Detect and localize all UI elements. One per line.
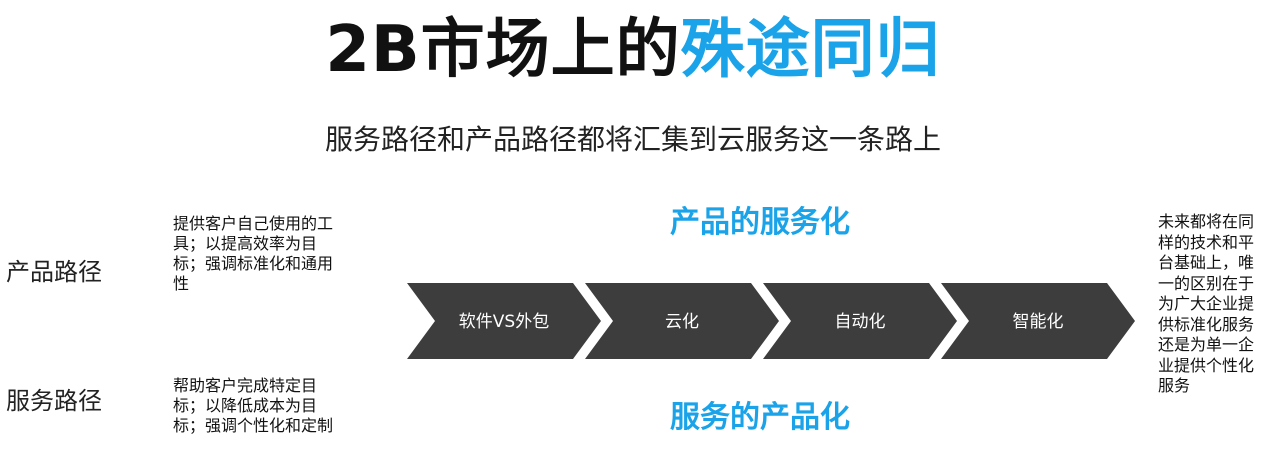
- title-main: 2B市场上的: [325, 13, 681, 87]
- chevron-intelligence: [941, 283, 1135, 359]
- service-path-description: 帮助客户完成特定目标；以降低成本为目标；强调个性化和定制: [173, 376, 334, 435]
- product-servitization-label: 产品的服务化: [670, 205, 850, 240]
- future-convergence-note: 未来都将在同样的技术和平台基础上，唯一的区别在于为广大企业提供标准化服务还是为单…: [1158, 212, 1255, 395]
- service-path-label: 服务路径: [6, 387, 102, 415]
- chevron-software-vs-outsourcing: [407, 283, 601, 359]
- service-productization-label: 服务的产品化: [670, 400, 850, 435]
- chevron-label: 智能化: [1013, 312, 1064, 332]
- page-title: 2B市场上的殊途同归: [0, 10, 1266, 90]
- chevron-label: 软件VS外包: [459, 312, 549, 332]
- subtitle: 服务路径和产品路径都将汇集到云服务这一条路上: [324, 123, 941, 156]
- chevron-automation: [763, 283, 957, 359]
- chevron-label: 云化: [665, 312, 699, 332]
- title-accent: 殊途同归: [680, 13, 941, 87]
- product-path-description: 提供客户自己使用的工具；以提高效率为目标；强调标准化和通用性: [173, 214, 334, 293]
- product-path-label: 产品路径: [6, 258, 102, 286]
- chevron-cloudification: [585, 283, 779, 359]
- chevron-label: 自动化: [835, 312, 886, 332]
